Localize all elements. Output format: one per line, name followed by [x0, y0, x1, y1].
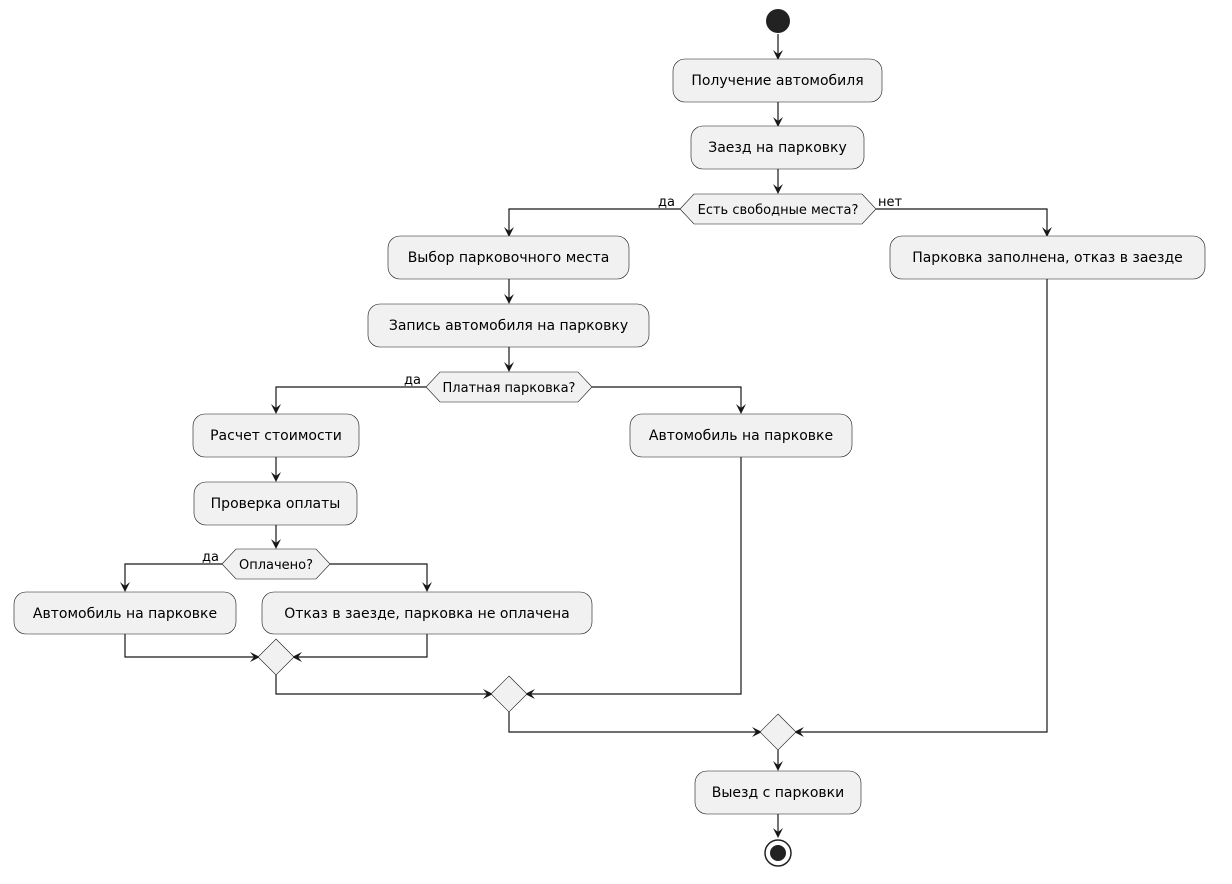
action-label: Расчет стоимости [210, 428, 342, 444]
arrowhead [120, 582, 130, 592]
action-check-payment: Проверка оплаты [193, 481, 358, 526]
arrowhead [504, 362, 514, 372]
action-label: Автомобиль на парковке [33, 606, 217, 622]
action-denied-unpaid: Отказ в заезде, парковка не оплачена [261, 591, 593, 635]
decision-free-spots: Есть свободные места? [679, 193, 877, 225]
arrowhead [773, 761, 783, 771]
action-receive-car: Получение автомобиля [672, 58, 883, 103]
edge-denied-merge1 [294, 634, 428, 658]
arrowheads [120, 50, 1052, 838]
decision-label: Есть свободные места? [698, 203, 859, 218]
action-label: Автомобиль на парковке [649, 428, 833, 444]
arrowhead [422, 582, 432, 592]
branch-label-free-spots-yes: да [658, 195, 675, 210]
arrowhead [504, 227, 514, 237]
branch-label-paid-parking-yes: да [404, 373, 421, 388]
end-node [764, 839, 792, 867]
action-car-parked-free: Автомобиль на парковке [629, 413, 853, 458]
arrowhead [271, 404, 281, 414]
action-calc-cost: Расчет стоимости [192, 413, 360, 458]
action-label: Парковка заполнена, отказ в заезде [912, 250, 1183, 266]
arrowhead [794, 727, 804, 737]
edge-decision2-no [592, 386, 742, 412]
decision-label: Оплачено? [239, 558, 313, 573]
edge-merge1-merge2 [275, 675, 491, 695]
action-label: Запись автомобиля на парковку [389, 318, 628, 334]
arrowhead [525, 689, 535, 699]
action-choose-spot: Выбор парковочного места [387, 235, 630, 280]
branch-label-free-spots-no: нет [878, 195, 902, 210]
arrowhead [773, 50, 783, 60]
edge-decision3-yes [124, 563, 222, 590]
edge-decision1-no [876, 208, 1048, 235]
decision-paid: Оплачено? [221, 548, 331, 580]
arrowhead [773, 184, 783, 194]
arrowhead [271, 472, 281, 482]
arrowhead [773, 828, 783, 838]
edge-decision2-yes [275, 386, 426, 412]
action-car-parked-paid: Автомобиль на парковке [13, 591, 237, 635]
arrowhead [773, 117, 783, 127]
action-enter-parking: Заезд на парковку [690, 125, 865, 170]
arrowhead [504, 294, 514, 304]
arrowhead [736, 404, 746, 414]
edge-merge2-merge3 [508, 712, 760, 733]
branch-label-paid-yes: да [202, 550, 219, 565]
edge-paid-merge1 [124, 634, 258, 658]
arrowhead [271, 539, 281, 549]
decision-label: Платная парковка? [443, 381, 576, 396]
action-label: Заезд на парковку [708, 140, 847, 156]
action-label: Отказ в заезде, парковка не оплачена [284, 606, 570, 622]
arrowhead [292, 652, 302, 662]
start-node [766, 9, 790, 33]
action-label: Выбор парковочного места [408, 250, 610, 266]
decision-paid-parking: Платная парковка? [425, 371, 593, 403]
edge-decision3-no [330, 563, 428, 590]
arrowhead [752, 727, 762, 737]
action-register-car: Запись автомобиля на парковку [367, 303, 650, 348]
merge-node-paid-parking [490, 675, 528, 713]
action-label: Проверка оплаты [211, 496, 341, 512]
edges [124, 34, 1048, 836]
arrowhead [250, 652, 260, 662]
arrowhead [483, 689, 493, 699]
merge-node-free-spots [759, 713, 797, 751]
arrowhead [1042, 227, 1052, 237]
action-label: Выезд с парковки [712, 785, 844, 801]
edge-decision1-yes [508, 208, 680, 235]
merge-node-payment [257, 638, 295, 676]
action-parking-full: Парковка заполнена, отказ в заезде [889, 235, 1206, 280]
action-exit-parking: Выезд с парковки [694, 770, 862, 815]
edge-free-merge2 [527, 457, 742, 695]
edge-full-merge3 [796, 279, 1048, 733]
action-label: Получение автомобиля [691, 73, 863, 89]
